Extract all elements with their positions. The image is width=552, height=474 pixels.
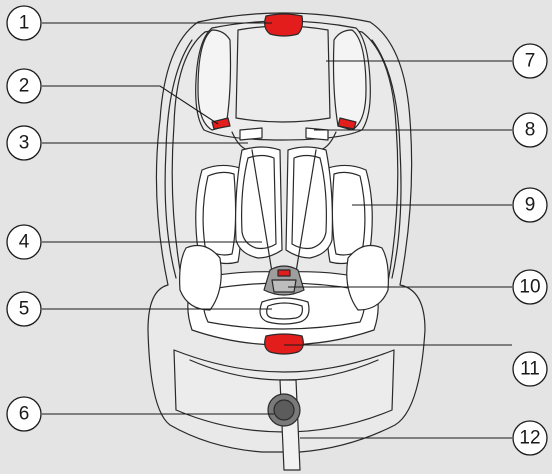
- callout-label-2: 2: [19, 76, 30, 97]
- callout-10: 10: [513, 270, 547, 304]
- callout-label-1: 1: [19, 13, 30, 34]
- callout-11: 11: [513, 352, 547, 386]
- callout-label-12: 12: [519, 428, 540, 449]
- callout-label-5: 5: [19, 299, 30, 320]
- callout-label-9: 9: [525, 195, 536, 216]
- callout-5: 5: [7, 292, 41, 326]
- callout-6: 6: [7, 397, 41, 431]
- headrest-adjuster: [265, 14, 303, 36]
- callout-3: 3: [7, 126, 41, 160]
- callout-1: 1: [7, 6, 41, 40]
- callout-label-11: 11: [520, 359, 540, 380]
- callout-label-7: 7: [525, 51, 536, 72]
- crotch-pad: [260, 298, 309, 324]
- callout-12: 12: [513, 421, 547, 455]
- callout-label-10: 10: [519, 277, 540, 298]
- callout-4: 4: [7, 225, 41, 259]
- callout-label-3: 3: [19, 133, 30, 154]
- callout-9: 9: [513, 188, 547, 222]
- callout-7: 7: [513, 44, 547, 78]
- callout-2: 2: [7, 69, 41, 103]
- callout-label-8: 8: [525, 120, 536, 141]
- callout-label-6: 6: [19, 404, 30, 425]
- recline-adjuster: [265, 334, 304, 354]
- callout-8: 8: [513, 113, 547, 147]
- callout-label-4: 4: [19, 232, 30, 253]
